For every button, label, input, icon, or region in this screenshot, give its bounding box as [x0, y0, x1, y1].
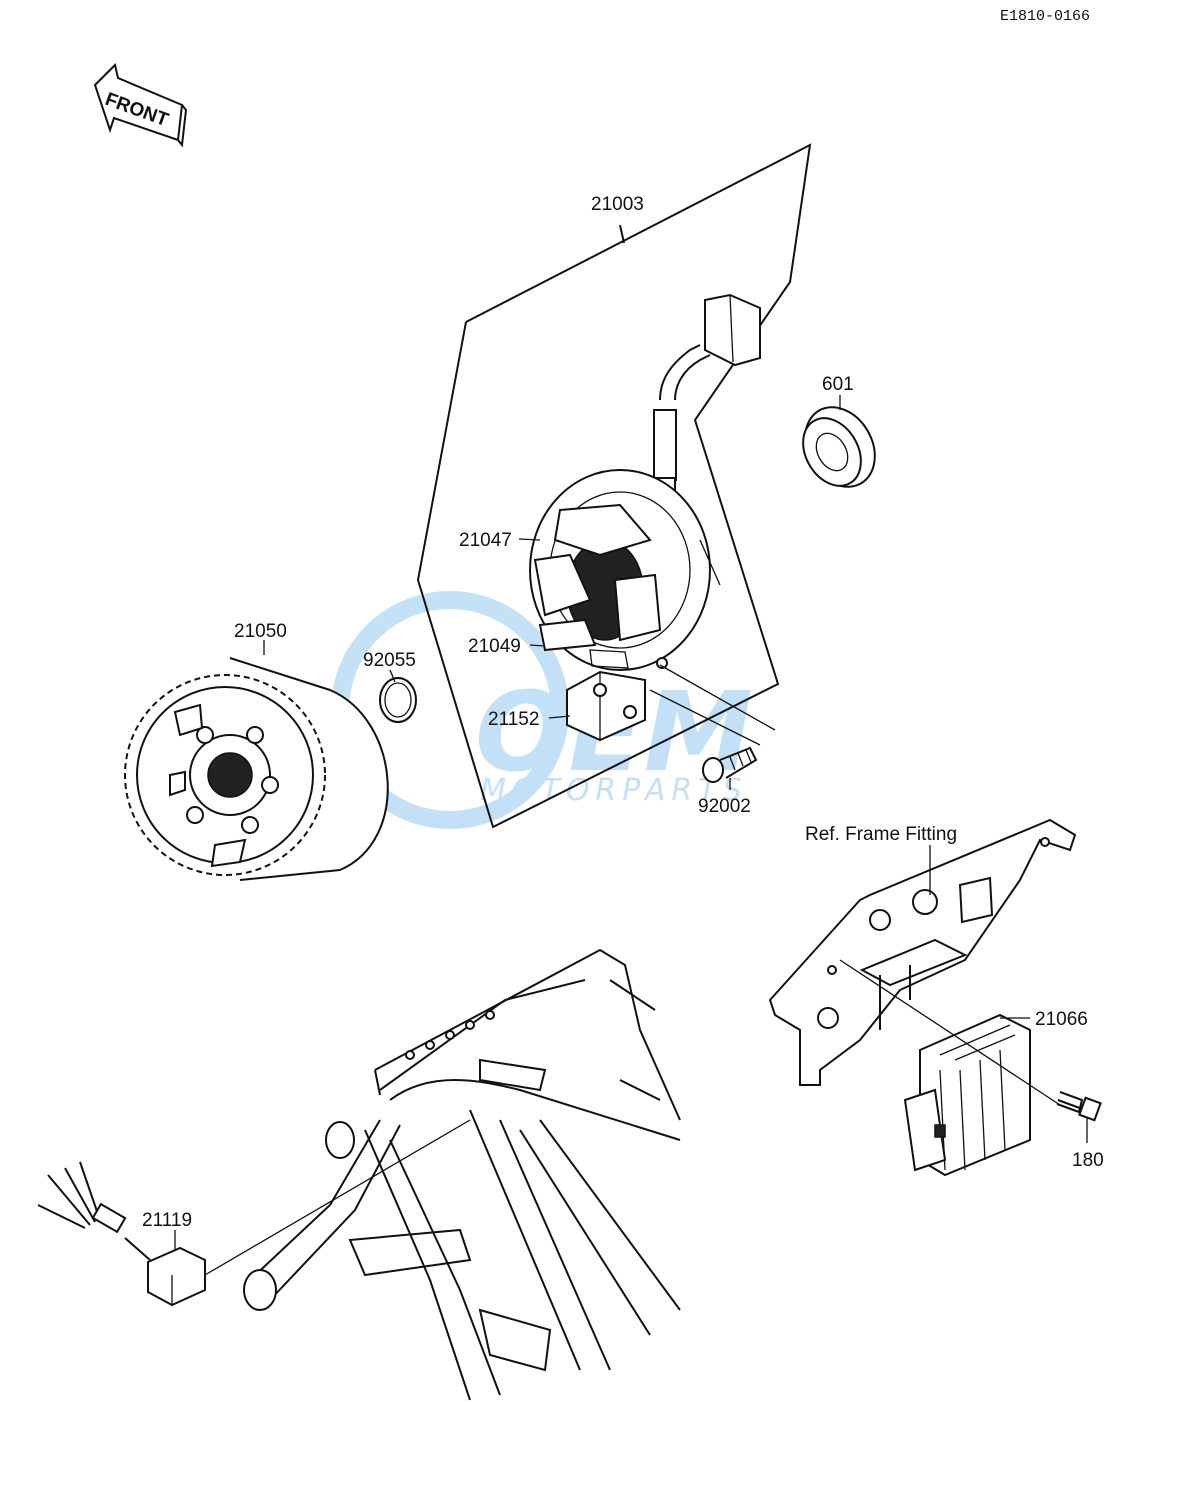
- ref-frame-fitting-label: Ref. Frame Fitting: [805, 824, 957, 845]
- part-label-92002: 92002: [698, 796, 751, 817]
- part-label-21049: 21049: [468, 636, 521, 657]
- chassis-frame: [243, 948, 681, 1401]
- bolt-180: [1056, 1091, 1102, 1122]
- part-label-92055: 92055: [363, 650, 416, 671]
- part-label-21066: 21066: [1035, 1009, 1088, 1030]
- leader-lines: [174, 395, 1088, 1276]
- part-label-180: 180: [1072, 1150, 1104, 1171]
- part-label-21152: 21152: [488, 709, 539, 730]
- stator-wire-harness: [644, 293, 761, 507]
- stator-assembly-outline: [416, 143, 812, 829]
- diagram-code: E1810-0166: [1000, 8, 1090, 25]
- flywheel-rotor-21050: [124, 657, 389, 881]
- part-label-601: 601: [822, 374, 854, 395]
- connector-21119: [37, 1161, 206, 1307]
- part-labels: 21003 601 21047 21050 92055 21049 21152 …: [142, 194, 1104, 1231]
- part-label-21047: 21047: [459, 530, 512, 551]
- front-arrow-icon: FRONT: [93, 63, 188, 148]
- screw-92002: [702, 746, 758, 783]
- part-label-21050: 21050: [234, 621, 287, 642]
- bearing-601: [802, 406, 876, 488]
- frame-fitting-bracket: [768, 818, 1077, 1086]
- regulator-rectifier-21066: [903, 1013, 1031, 1177]
- part-label-21119: 21119: [142, 1210, 192, 1231]
- watermark-subtext: MOTORPARTS: [480, 773, 748, 808]
- o-ring-92055: [379, 677, 417, 723]
- pickup-coil: [566, 649, 646, 742]
- part-label-21003: 21003: [591, 194, 644, 215]
- stator-plate: [529, 469, 721, 671]
